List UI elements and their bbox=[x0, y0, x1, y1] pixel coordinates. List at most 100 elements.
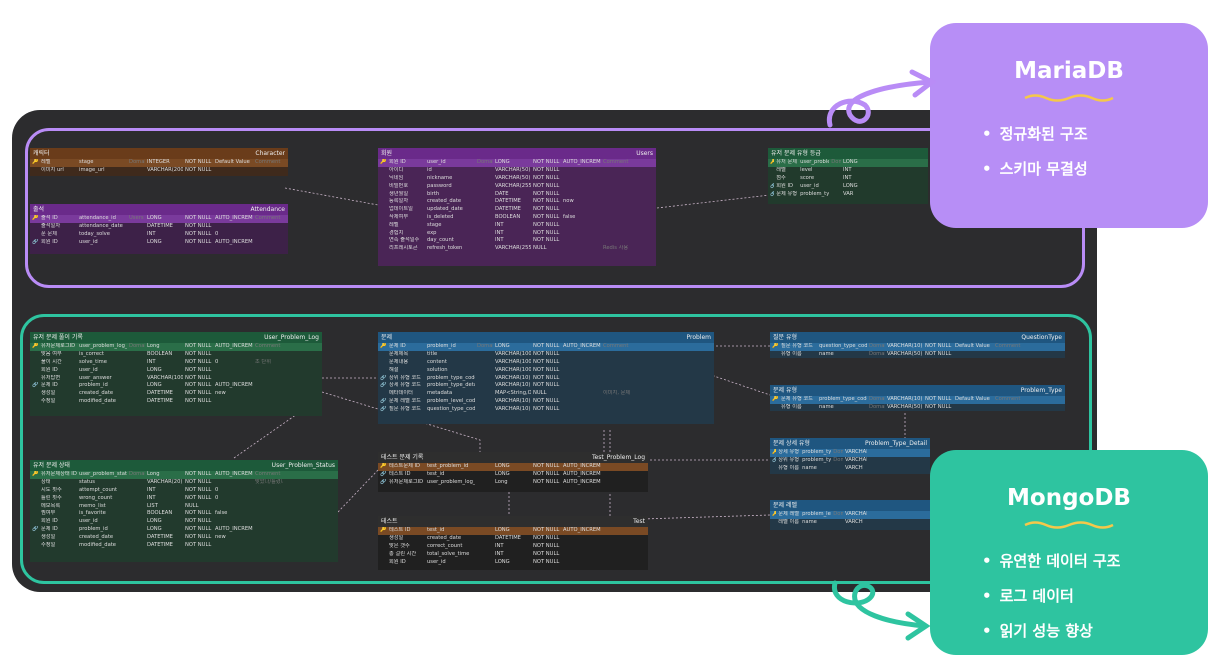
table-cell: VARCHAR(255) bbox=[495, 245, 531, 252]
table-cell: VARCHAR(10) bbox=[495, 382, 531, 389]
table-cell: VARCHAR(10) bbox=[495, 374, 531, 381]
table-cell: test_id bbox=[427, 471, 445, 478]
link-icon: 🔗 bbox=[770, 190, 775, 197]
table-cell: VAR bbox=[843, 190, 854, 197]
table-cell: Default Value bbox=[955, 343, 990, 350]
table-name-en: Test bbox=[633, 518, 645, 525]
link-icon: 🔗 bbox=[770, 182, 775, 189]
table-cell: NOT NULL bbox=[185, 238, 212, 245]
table-cell: 수정일 bbox=[41, 541, 56, 548]
table-cell: NOT NULL bbox=[533, 213, 560, 220]
key-icon: 🔑 bbox=[32, 159, 39, 166]
table-cell: NOT NULL bbox=[185, 533, 212, 540]
table-name-en: User_Problem_Status bbox=[271, 462, 335, 469]
table-cell: Comment bbox=[995, 343, 1021, 350]
table-cell: status bbox=[79, 479, 95, 486]
table-cell: nickname bbox=[427, 174, 453, 181]
mongodb-feature: 로그 데이터 bbox=[982, 585, 1120, 606]
table-name-en: Problem_Type bbox=[1020, 387, 1062, 394]
table-cell: 닉네임 bbox=[389, 174, 404, 181]
table-cell: problem_id bbox=[79, 525, 108, 532]
table-cell: NOT NULL bbox=[533, 405, 560, 412]
table-cell: 초 단위 bbox=[255, 358, 271, 365]
table-cell: name bbox=[819, 351, 834, 358]
table-name-ko: 문제 레벨 bbox=[773, 502, 797, 509]
table-cell: DATETIME bbox=[147, 390, 173, 397]
table-cell: 맞은 갯수 bbox=[389, 542, 410, 549]
table-cell: 출석 ID bbox=[41, 215, 58, 222]
table-row: 유형 이름nameDomainVARCHAR(50)NOT NULL bbox=[770, 351, 1065, 358]
table-cell: created_date bbox=[427, 535, 462, 542]
key-icon: 🔑 bbox=[772, 343, 779, 350]
table-cell: Users bbox=[129, 215, 144, 222]
table-cell: problem_type_code bbox=[427, 374, 475, 381]
table-name-ko: 유저 문제 상태 bbox=[33, 462, 70, 469]
table-cell: NOT NULL bbox=[533, 397, 560, 404]
table-user-problem-type-level[interactable]: 유저 문제 유형 등급🔑유저 문제 유형 등급 IDuser_problem_t… bbox=[768, 148, 928, 204]
table-cell: 리프레시토큰 bbox=[389, 245, 418, 252]
table-cell: is_deleted bbox=[427, 213, 454, 220]
table-cell: problem_type_detail_code bbox=[802, 449, 832, 456]
table-cell: VARCHAR(10) bbox=[845, 449, 867, 456]
table-cell: problem_type_code bbox=[802, 457, 832, 464]
table-cell: user_problem_log_id bbox=[427, 478, 475, 485]
table-cell: user_id bbox=[800, 182, 819, 189]
table-cell: NOT NULL bbox=[185, 518, 212, 525]
table-cell: user_id bbox=[79, 238, 98, 245]
table-cell: NOT NULL bbox=[185, 479, 212, 486]
table-cell: NOT NULL bbox=[533, 167, 560, 174]
table-cell: NOT NULL bbox=[185, 382, 212, 389]
table-cell: image_url bbox=[79, 167, 105, 174]
table-cell: NOT NULL bbox=[533, 343, 560, 350]
table-cell: NOT NULL bbox=[533, 550, 560, 557]
table-cell: NOT NULL bbox=[185, 390, 212, 397]
table-cell: INT bbox=[495, 550, 504, 557]
table-cell: 비밀번호 bbox=[389, 182, 409, 189]
table-cell: VARCHAR(10) bbox=[887, 343, 923, 350]
table-cell: modified_date bbox=[79, 397, 117, 404]
table-cell: 문제 ID bbox=[41, 525, 58, 532]
table-cell: NOT NULL bbox=[533, 237, 560, 244]
table-cell: NOT NULL bbox=[533, 174, 560, 181]
link-icon: 🔗 bbox=[32, 382, 39, 389]
table-cell: INTEGER bbox=[147, 159, 170, 166]
link-icon: 🔗 bbox=[380, 382, 387, 389]
table-problem-level[interactable]: 문제 레벨🔑문제 레벨 코드problem_level_codeDomainVA… bbox=[770, 500, 930, 530]
table-cell: AUTO_INCREMENT bbox=[563, 471, 601, 478]
table-cell: DATETIME bbox=[147, 541, 173, 548]
table-cell: 풀이 시간 bbox=[41, 358, 62, 365]
table-cell: 유형 이름 bbox=[781, 351, 802, 358]
key-icon: 🔑 bbox=[380, 463, 387, 470]
link-icon: 🔗 bbox=[380, 478, 387, 485]
table-cell: 맞음 여부 bbox=[41, 351, 62, 358]
table-cell: AUTO_INCREMENT bbox=[563, 159, 601, 166]
table-cell: Domain bbox=[831, 159, 842, 166]
table-cell: total_solve_time bbox=[427, 550, 470, 557]
table-cell: Domain bbox=[869, 351, 885, 358]
mongodb-feature: 유연한 데이터 구조 bbox=[982, 550, 1121, 571]
table-cell: VARCHAR(2000) bbox=[147, 167, 183, 174]
table-cell: 상위 유형 코드 bbox=[389, 374, 421, 381]
table-cell: Comment bbox=[255, 215, 281, 222]
table-cell: false bbox=[563, 213, 576, 220]
table-cell: is_favorite bbox=[79, 510, 106, 517]
table-row: 🔗상세 유형 코드problem_type_detail_codeVARCHAR… bbox=[378, 382, 714, 390]
table-cell: LONG bbox=[147, 366, 162, 373]
table-row: 🔑문제 유형 코드problem_type_codeDomainVARCHAR(… bbox=[770, 396, 1065, 404]
